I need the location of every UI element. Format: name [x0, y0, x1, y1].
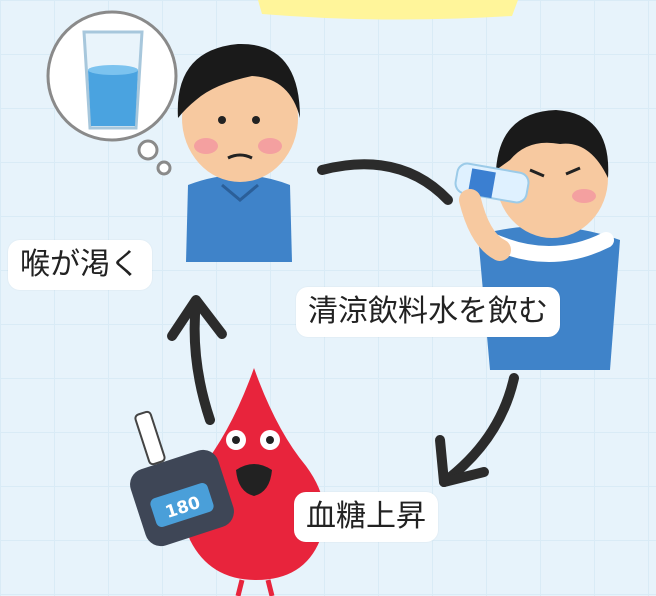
thirsty-boy: [177, 43, 300, 262]
arrow-drink-to-sugar: [439, 373, 519, 487]
label-thirsty: 喉が渇く: [8, 240, 152, 290]
label-drink-soft-drink: 清涼飲料水を飲む: [296, 287, 560, 337]
arrow-sugar-to-thirst: [189, 297, 215, 425]
cycle-arrows: [167, 159, 519, 487]
title-banner: [258, 0, 518, 20]
water-glass-icon: [82, 30, 144, 130]
glucose-meter-icon: 180: [130, 410, 234, 547]
arrow-thirst-to-drink: [317, 159, 453, 205]
label-blood-sugar-rise: 血糖上昇: [294, 492, 438, 542]
